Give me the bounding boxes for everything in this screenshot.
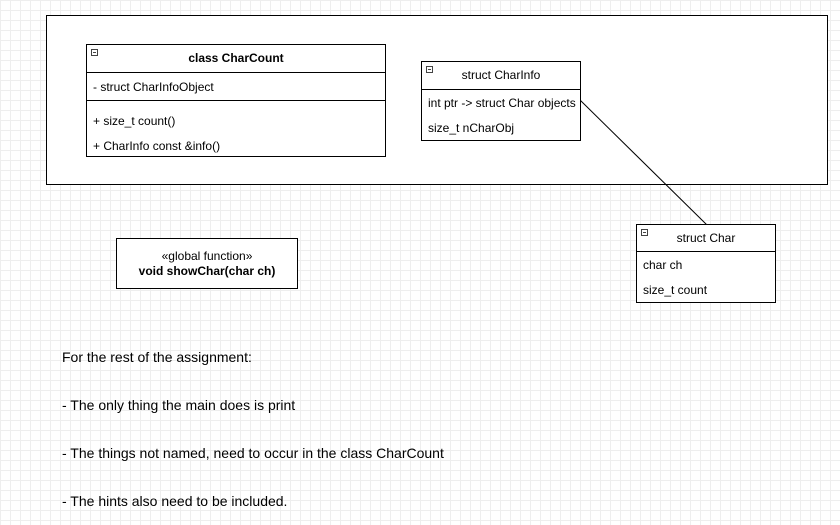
collapse-toggle-icon[interactable]: [91, 49, 98, 56]
attribute-row: char ch: [643, 258, 683, 272]
class-charinfo[interactable]: struct CharInfo int ptr -> struct Char o…: [421, 61, 581, 141]
assignment-note[interactable]: For the rest of the assignment: - The on…: [62, 317, 444, 525]
global-function-stereotype: «global function»: [161, 249, 253, 263]
global-function-signature: void showChar(char ch): [138, 264, 276, 278]
class-charinfo-title: struct CharInfo: [461, 68, 541, 82]
class-charcount-attributes: - struct CharInfoObject: [87, 72, 385, 100]
attribute-row: size_t nCharObj: [428, 121, 515, 135]
class-charcount-header: class CharCount: [87, 45, 385, 72]
class-char[interactable]: struct Char char ch size_t count: [636, 224, 776, 303]
class-charcount-title: class CharCount: [188, 51, 284, 65]
method-row: + CharInfo const &info(): [93, 139, 221, 153]
global-function-box[interactable]: «global function» void showChar(char ch): [116, 238, 298, 289]
class-char-header: struct Char: [637, 225, 775, 251]
note-line: - The things not named, need to occur in…: [62, 445, 444, 461]
class-charcount[interactable]: class CharCount - struct CharInfoObject …: [86, 44, 386, 157]
class-charinfo-attributes: int ptr -> struct Char objects size_t nC…: [422, 89, 580, 141]
class-char-title: struct Char: [676, 231, 736, 245]
collapse-toggle-icon[interactable]: [641, 229, 648, 236]
note-line: For the rest of the assignment:: [62, 349, 252, 365]
attribute-row: - struct CharInfoObject: [93, 80, 214, 94]
note-line: - The only thing the main does is print: [62, 397, 296, 413]
class-char-attributes: char ch size_t count: [637, 251, 775, 303]
class-charinfo-header: struct CharInfo: [422, 62, 580, 89]
collapse-toggle-icon[interactable]: [426, 66, 433, 73]
association-line-layer: [579, 99, 708, 226]
method-row: + size_t count(): [93, 114, 176, 128]
attribute-row: size_t count: [643, 283, 708, 297]
note-line: - The hints also need to be included.: [62, 493, 288, 509]
association-charinfo-char[interactable]: [579, 99, 708, 226]
class-charcount-methods: + size_t count() + CharInfo const &info(…: [87, 100, 385, 159]
attribute-row: int ptr -> struct Char objects: [428, 96, 576, 110]
